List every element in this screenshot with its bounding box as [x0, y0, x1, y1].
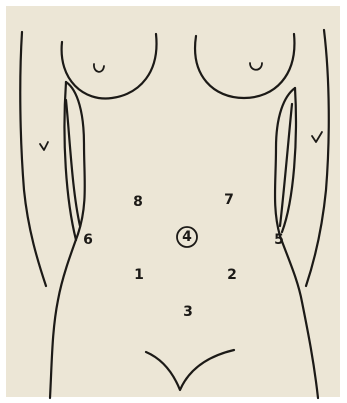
right-arm-outer-line — [306, 30, 329, 286]
region-label-6: 6 — [83, 232, 93, 248]
region-label-4: 4 — [182, 229, 192, 245]
right-arm-inner-line — [282, 88, 296, 232]
left-nipple-mark — [94, 64, 104, 72]
right-arm-tick-mark — [312, 132, 322, 142]
left-arm-outer-line — [20, 32, 46, 286]
right-armpit-fold — [280, 104, 292, 226]
region-label-2: 2 — [227, 267, 237, 283]
left-breast-outline — [62, 34, 157, 98]
left-armpit-fold — [66, 100, 80, 226]
left-torso-outline — [50, 82, 85, 398]
region-label-1: 1 — [134, 267, 144, 283]
right-nipple-mark — [250, 63, 262, 70]
region-label-3: 3 — [183, 304, 193, 320]
groin-outline — [146, 350, 234, 390]
region-label-7: 7 — [224, 192, 234, 208]
region-label-8: 8 — [133, 194, 143, 210]
right-breast-outline — [195, 34, 294, 98]
region-label-5: 5 — [274, 232, 284, 248]
left-arm-tick-mark — [40, 142, 48, 150]
